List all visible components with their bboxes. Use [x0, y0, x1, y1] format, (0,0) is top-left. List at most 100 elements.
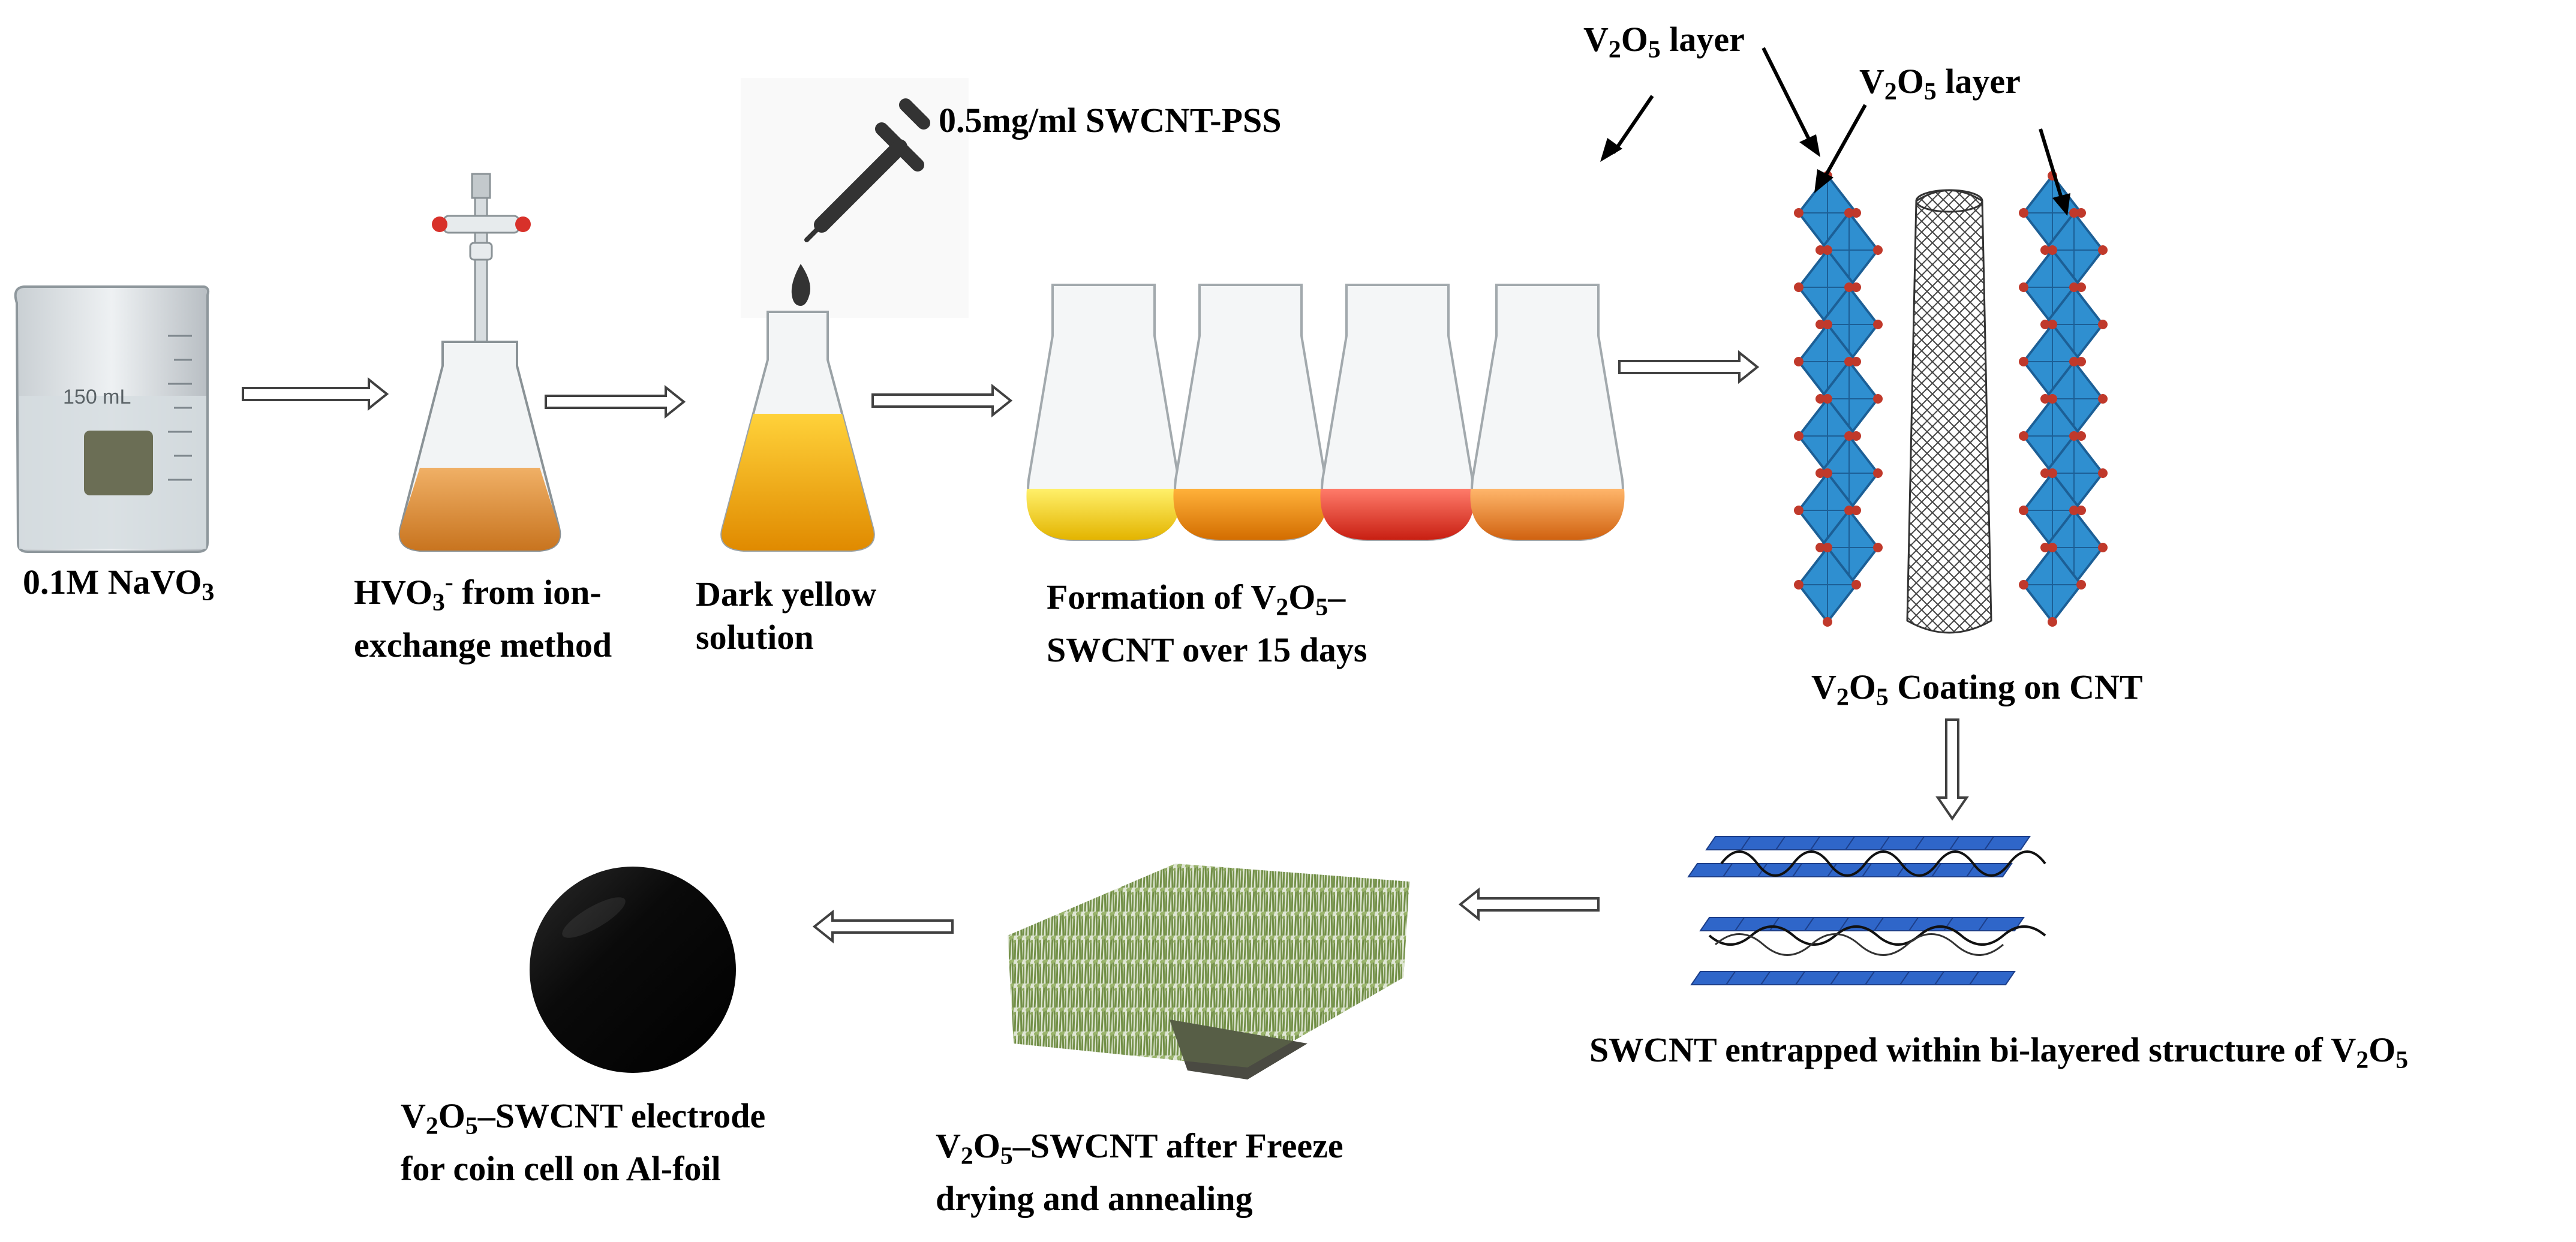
label-hvo3-post: from ion- — [453, 572, 602, 612]
label-formation-c: – — [1328, 578, 1346, 617]
oxygen-atom — [2040, 245, 2050, 255]
oxygen-atom — [2069, 506, 2079, 515]
label-layer-right: V2O5 layer — [1859, 60, 2021, 113]
oxygen-atom — [2019, 580, 2028, 590]
octahedra-chain-icon — [1794, 171, 1883, 627]
label-hvo3-pre: HVO — [354, 572, 432, 612]
label-layer-right-b: O — [1896, 62, 1924, 101]
label-layer-right-c: layer — [1936, 62, 2021, 101]
oxygen-atom — [1873, 320, 1883, 329]
erlenmeyer-flask-icon — [1320, 284, 1475, 541]
label-entrapped-s2: 5 — [2395, 1046, 2409, 1074]
oxygen-atom — [2019, 282, 2028, 292]
label-dark-yellow-line1: Dark yellow — [696, 575, 877, 614]
oxygen-atom — [1823, 468, 1832, 478]
oxygen-atom — [1794, 357, 1803, 366]
oxygen-atom — [1844, 357, 1854, 366]
oxygen-atom — [1794, 580, 1803, 590]
label-electrode-s1: 2 — [425, 1112, 438, 1140]
oxygen-atom — [1844, 282, 1854, 292]
erlenmeyer-flask-icon — [398, 173, 561, 552]
oxygen-atom — [2076, 357, 2086, 366]
oxygen-atom — [1873, 543, 1883, 552]
oxygen-atom — [2040, 468, 2050, 478]
oxygen-atom — [2019, 357, 2028, 366]
aerogel-foam-icon — [1008, 864, 1409, 1079]
oxygen-atom — [2040, 394, 2050, 404]
label-beaker-text: 0.1M NaVO — [23, 563, 202, 602]
oxygen-atom — [2076, 208, 2086, 218]
label-dropper: 0.5mg/ml SWCNT-PSS — [939, 101, 1282, 140]
erlenmeyer-flask-icon — [1026, 284, 1181, 541]
label-layer-left-s1: 2 — [1608, 35, 1621, 64]
oxygen-atom — [2048, 543, 2057, 552]
label-electrode-a: V — [401, 1096, 426, 1135]
label-layer-right-a: V — [1859, 62, 1884, 101]
oxygen-atom — [1844, 506, 1854, 515]
label-entrapped-s1: 2 — [2356, 1046, 2369, 1074]
oxygen-atom — [2069, 282, 2079, 292]
sheet-plate — [1983, 836, 2031, 850]
oxygen-atom — [2019, 506, 2028, 515]
label-electrode-c: –SWCNT electrode — [477, 1096, 766, 1135]
oxygen-atom — [2048, 245, 2057, 255]
electrode-disc-icon — [530, 867, 736, 1073]
label-layer-left: V2O5 layer — [1583, 18, 1745, 71]
oxygen-atom — [2098, 394, 2108, 404]
label-electrode-s2: 5 — [465, 1112, 478, 1140]
oxygen-atom — [2040, 543, 2050, 552]
hollow-arrow-icon — [871, 383, 1013, 418]
oxygen-atom — [1844, 431, 1854, 441]
hollow-arrow-icon — [242, 377, 389, 411]
label-electrode-line2: for coin cell on Al-foil — [401, 1149, 721, 1189]
oxygen-atom — [2076, 506, 2086, 515]
oxygen-atom — [1851, 357, 1861, 366]
beaker-icon: 150 mL — [14, 285, 210, 553]
label-formation-line2: SWCNT over 15 days — [1047, 630, 1367, 670]
octahedra-chain-icon — [2019, 171, 2108, 627]
label-layer-right-s1: 2 — [1884, 77, 1897, 106]
oxygen-atom — [1815, 468, 1825, 478]
oxygen-atom — [2048, 468, 2057, 478]
oxygen-atom — [1794, 282, 1803, 292]
oxygen-atom — [2048, 394, 2057, 404]
oxygen-atom — [2098, 245, 2108, 255]
oxygen-atom — [2098, 468, 2108, 478]
dropper-icon — [741, 78, 969, 318]
label-hvo3-sub: 3 — [432, 588, 445, 617]
layered-sheets-icon — [1687, 836, 2046, 985]
label-coating: V2O5 Coating on CNT — [1811, 666, 2143, 718]
oxygen-atom — [1815, 394, 1825, 404]
oxygen-atom — [1815, 543, 1825, 552]
oxygen-atom — [1823, 320, 1832, 329]
oxygen-atom — [1851, 580, 1861, 590]
oxygen-atom — [1851, 208, 1861, 218]
oxygen-atom — [1815, 320, 1825, 329]
label-entrapped-b: O — [2368, 1030, 2396, 1069]
oxygen-atom — [1873, 468, 1883, 478]
hollow-arrow-icon — [1618, 350, 1760, 384]
erlenmeyer-flask-icon — [1470, 284, 1625, 541]
cnt-strand — [1720, 850, 2046, 877]
oxygen-atom — [1794, 506, 1803, 515]
oxygen-atom — [2076, 431, 2086, 441]
label-formation-s2: 5 — [1315, 593, 1328, 621]
oxygen-atom — [1823, 617, 1832, 627]
label-coating-c: Coating on CNT — [1888, 667, 2143, 706]
oxygen-atom — [1851, 431, 1861, 441]
label-layer-left-c: layer — [1660, 20, 1745, 59]
oxygen-atom — [2098, 320, 2108, 329]
oxygen-atom — [1851, 506, 1861, 515]
oxygen-atom — [2048, 320, 2057, 329]
oxygen-atom — [1823, 543, 1832, 552]
label-freeze-line2: drying and annealing — [936, 1179, 1253, 1219]
label-coating-a: V — [1811, 667, 1836, 706]
carbon-nanotube-icon — [1906, 189, 1992, 634]
label-dark-yellow: Dark yellow solution — [696, 573, 876, 659]
cnt-strand — [1715, 933, 2004, 956]
oxygen-atom — [2076, 580, 2086, 590]
oxygen-atom — [2019, 208, 2028, 218]
oxygen-atom — [2076, 282, 2086, 292]
erlenmeyer-flask-icon — [1173, 284, 1328, 541]
